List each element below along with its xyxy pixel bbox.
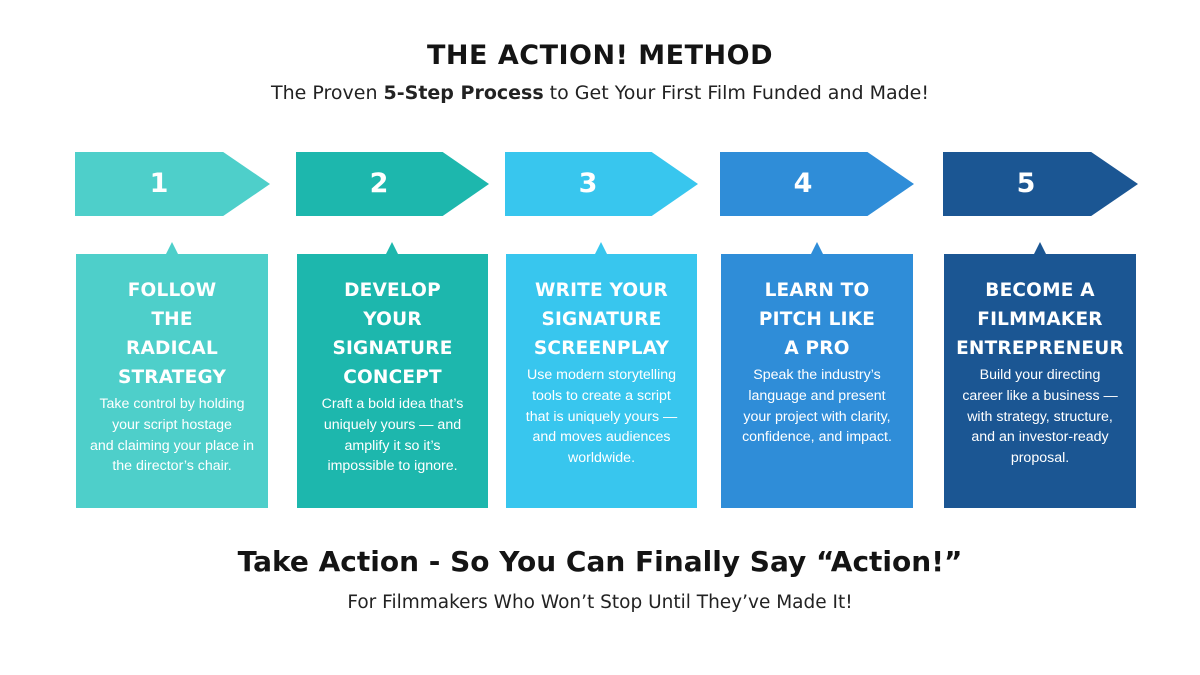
step-5-card: BECOME A FILMMAKER ENTREPRENEUR Build yo… <box>944 242 1136 508</box>
step-3-arrow: 3 <box>505 152 698 216</box>
page-subtitle: The Proven 5-Step Process to Get Your Fi… <box>0 82 1200 104</box>
page-title: THE ACTION! METHOD <box>427 40 773 71</box>
step-4-heading: LEARN TO PITCH LIKE A PRO <box>758 280 876 359</box>
step-5-heading: BECOME A FILMMAKER ENTREPRENEUR <box>956 280 1124 359</box>
step-2-arrow: 2 <box>296 152 489 216</box>
step-3-pointer <box>595 242 607 254</box>
step-3-card: WRITE YOUR SIGNATURE SCREENPLAY Use mode… <box>506 242 697 508</box>
step-4-card: LEARN TO PITCH LIKE A PRO Speak the indu… <box>721 242 913 508</box>
subtitle-suffix: to Get Your First Film Funded and Made! <box>543 82 929 104</box>
step-4-number: 4 <box>793 168 813 199</box>
subtitle-prefix: The Proven <box>271 82 384 104</box>
step-1-number: 1 <box>149 168 169 199</box>
step-3-description: Use modern storytelling tools to create … <box>525 367 678 467</box>
step-2-heading: DEVELOP YOUR SIGNATURE CONCEPT <box>332 280 453 388</box>
step-1-description: Take control by holding your script host… <box>89 396 255 475</box>
step-4-pointer <box>811 242 823 254</box>
step-1-pointer <box>166 242 178 254</box>
footer-subtagline: For Filmmakers Who Won’t Stop Until They… <box>347 592 853 613</box>
step-5-arrow: 5 <box>943 152 1138 216</box>
step-1-card: FOLLOW THE RADICAL STRATEGY Take control… <box>76 242 268 508</box>
step-5-number: 5 <box>1016 168 1036 199</box>
step-1-arrow: 1 <box>75 152 270 216</box>
step-5-description: Build your directing career like a busin… <box>962 367 1118 467</box>
step-1-heading: FOLLOW THE RADICAL STRATEGY <box>117 280 227 388</box>
step-4-arrow: 4 <box>720 152 914 216</box>
step-3-number: 3 <box>578 168 598 199</box>
step-2-pointer <box>386 242 398 254</box>
step-2-card: DEVELOP YOUR SIGNATURE CONCEPT Craft a b… <box>297 242 488 508</box>
step-2-description: Craft a bold idea that’s uniquely yours … <box>321 396 464 475</box>
step-4-description: Speak the industry’s language and presen… <box>742 367 892 446</box>
footer-tagline: Take Action - So You Can Finally Say “Ac… <box>237 545 963 578</box>
step-5-pointer <box>1034 242 1046 254</box>
subtitle-emphasis: 5-Step Process <box>383 82 544 104</box>
step-3-heading: WRITE YOUR SIGNATURE SCREENPLAY <box>533 280 670 359</box>
step-2-number: 2 <box>369 168 389 199</box>
